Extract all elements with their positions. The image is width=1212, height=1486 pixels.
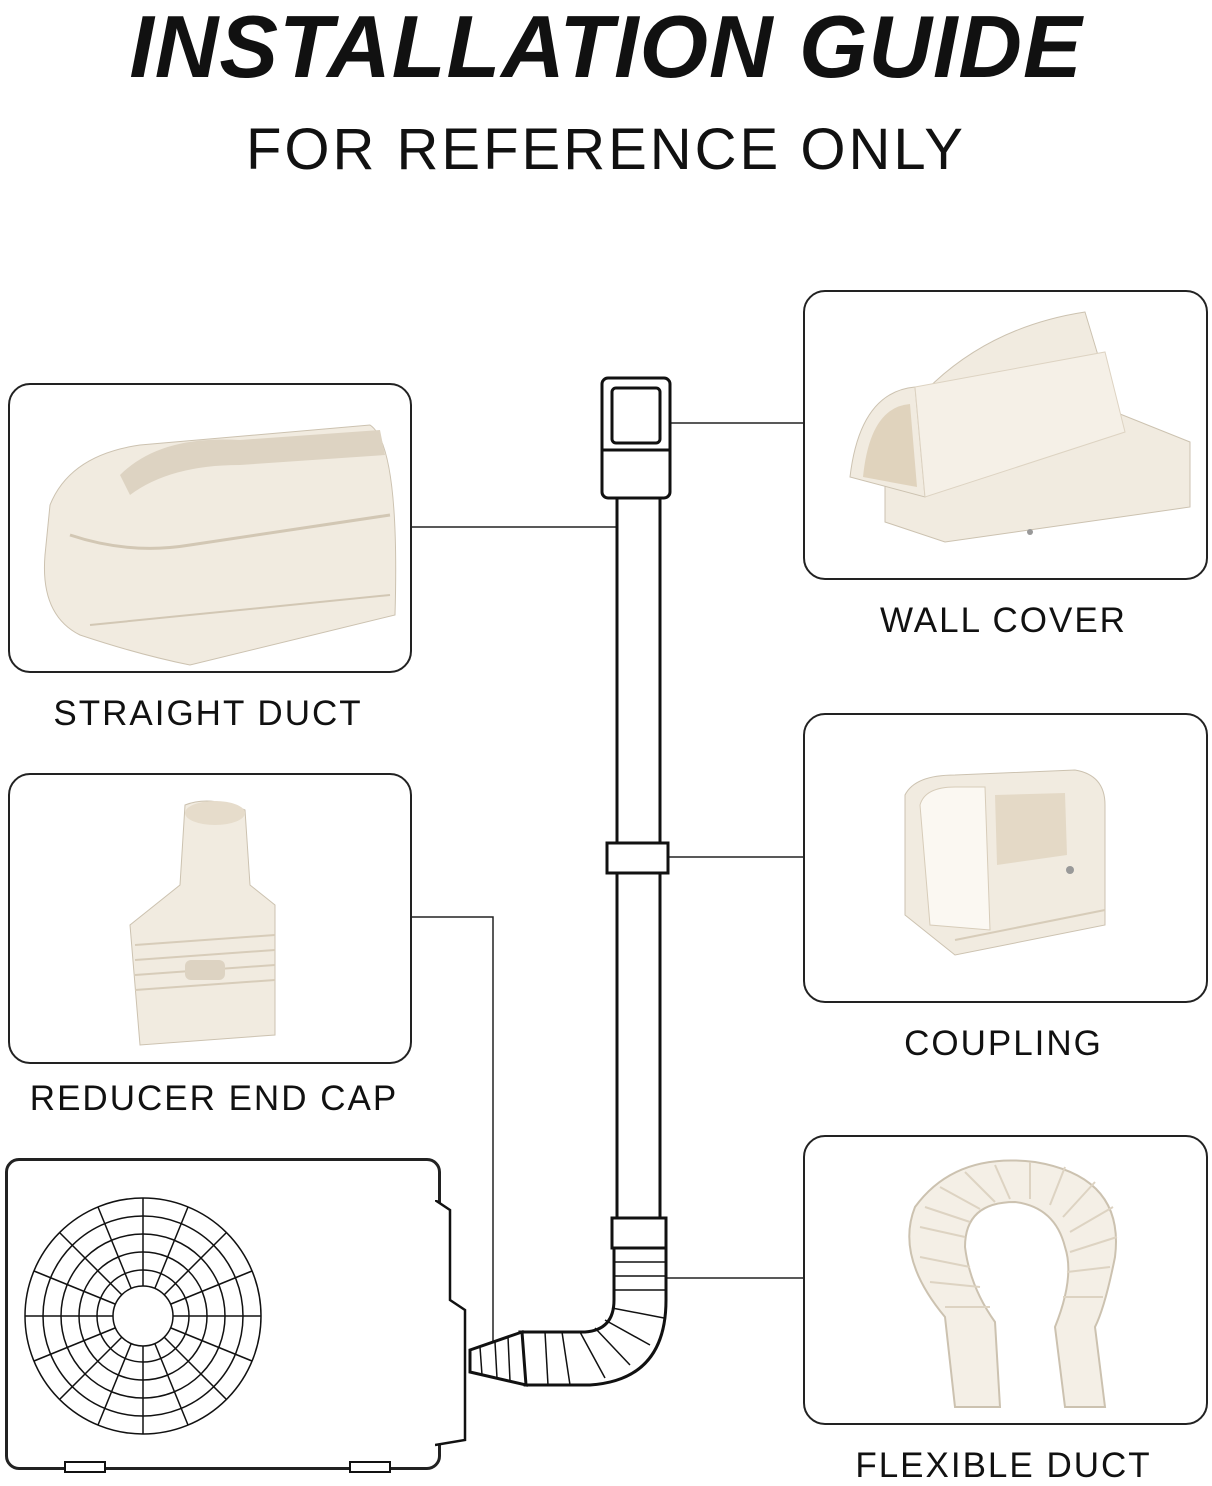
ac-unit-feet bbox=[64, 1461, 391, 1473]
reducer-piece bbox=[468, 1329, 528, 1387]
page-title: INSTALLATION GUIDE bbox=[129, 0, 1083, 96]
reducer-end-cap-image bbox=[8, 773, 412, 1064]
flexible-duct-label: FLEXIBLE DUCT bbox=[855, 1446, 1152, 1485]
elbow-ribs bbox=[479, 1261, 666, 1386]
page-subtitle: FOR REFERENCE ONLY bbox=[245, 117, 966, 182]
elbow bbox=[518, 1246, 668, 1387]
connector-lines bbox=[410, 422, 803, 1345]
straight-duct-label: STRAIGHT DUCT bbox=[53, 694, 363, 733]
flexible-duct-icon bbox=[908, 1159, 1118, 1408]
connector-reducer bbox=[410, 916, 494, 1345]
coupling-icon bbox=[904, 769, 1106, 956]
reducer-end-cap-label: REDUCER END CAP bbox=[29, 1079, 399, 1118]
wall-cover-label: WALL COVER bbox=[880, 601, 1127, 640]
outdoor-ac-unit bbox=[5, 1158, 441, 1470]
flexible-duct-image bbox=[803, 1135, 1208, 1425]
duct-run bbox=[468, 376, 672, 1387]
straight-duct-image bbox=[8, 383, 412, 673]
ac-unit-side bbox=[435, 1200, 467, 1447]
straight-duct-icon bbox=[43, 424, 397, 666]
coupling-label: COUPLING bbox=[904, 1024, 1103, 1063]
reducer-end-cap-icon bbox=[129, 800, 276, 1046]
coupling-image bbox=[803, 713, 1208, 1003]
coupling-piece bbox=[605, 841, 670, 875]
wall-cover-image bbox=[803, 290, 1208, 580]
fan-grille-icon bbox=[24, 1197, 438, 1435]
wall-cover-icon bbox=[849, 311, 1191, 543]
elbow-top bbox=[610, 1216, 668, 1250]
